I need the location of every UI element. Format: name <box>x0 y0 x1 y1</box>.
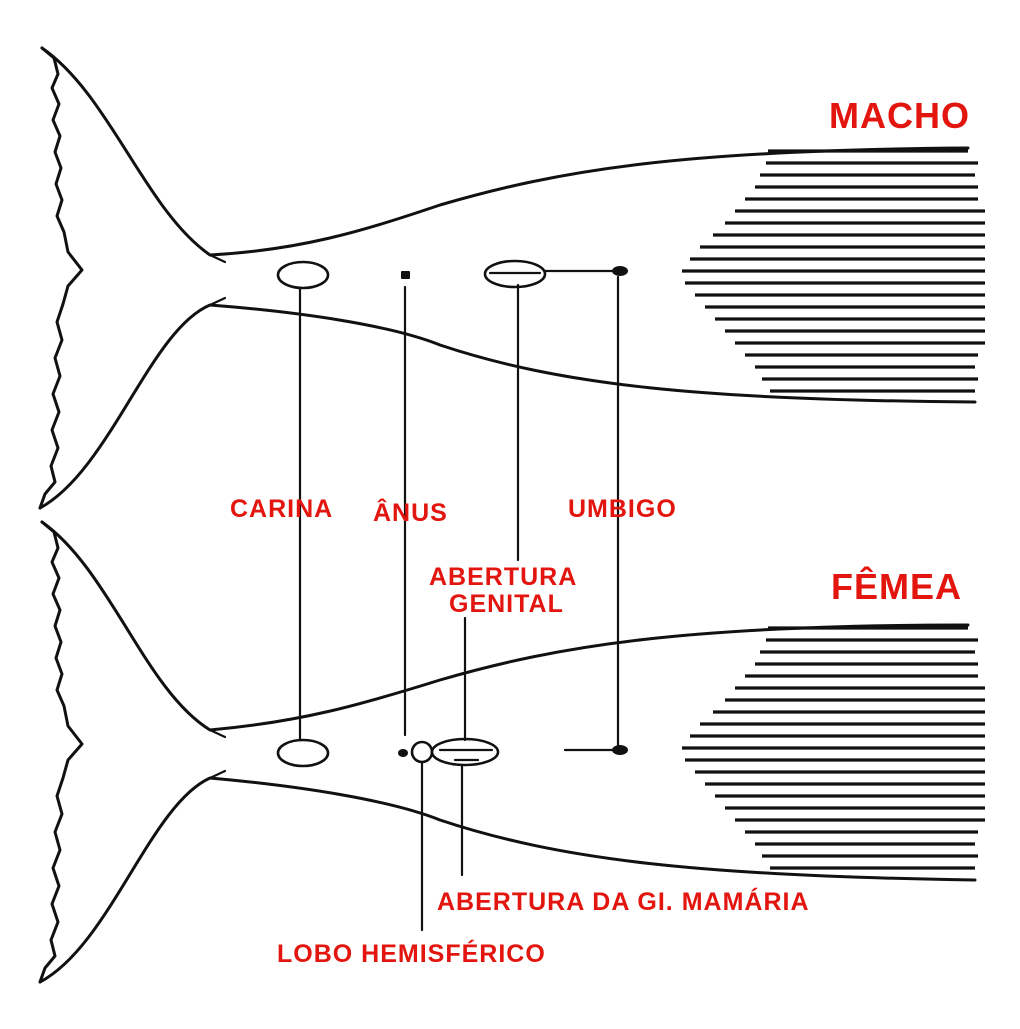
female-notch-lower <box>208 769 227 780</box>
carina-label: CARINA <box>230 495 333 523</box>
male-fluke-edge <box>38 46 84 510</box>
male-umbilicus <box>612 266 628 276</box>
female-ventral-grooves <box>682 626 985 870</box>
male-upper-outline <box>40 46 970 257</box>
male-lower-outline <box>38 303 977 510</box>
male-notch-lower <box>208 296 227 307</box>
female-umbilicus <box>612 745 628 755</box>
female-body <box>38 520 985 984</box>
male-label: MACHO <box>829 95 970 136</box>
female-lower-outline <box>38 776 977 984</box>
male-notch <box>208 253 227 264</box>
female-upper-outline <box>40 520 970 732</box>
genital-label-line2: GENITAL <box>449 590 564 618</box>
male-body <box>38 46 985 510</box>
lobe-label: LOBO HEMISFÉRICO <box>277 939 546 968</box>
leader-lines <box>298 275 620 932</box>
mammary-label: ABERTURA DA GI. MAMÁRIA <box>437 887 810 916</box>
female-hemispheric-lobe <box>410 740 434 764</box>
genital-label-line1: ABERTURA <box>429 563 577 591</box>
female-fluke-edge <box>38 520 84 984</box>
female-carina <box>276 738 330 768</box>
umbilicus-label: UMBIGO <box>568 495 677 523</box>
female-label: FÊMEA <box>831 565 962 607</box>
male-ventral-grooves <box>682 149 985 393</box>
female-notch <box>208 728 227 739</box>
male-anus <box>401 271 410 279</box>
female-anus <box>398 749 408 757</box>
male-carina <box>276 260 330 290</box>
anus-label: ÂNUS <box>373 497 448 527</box>
